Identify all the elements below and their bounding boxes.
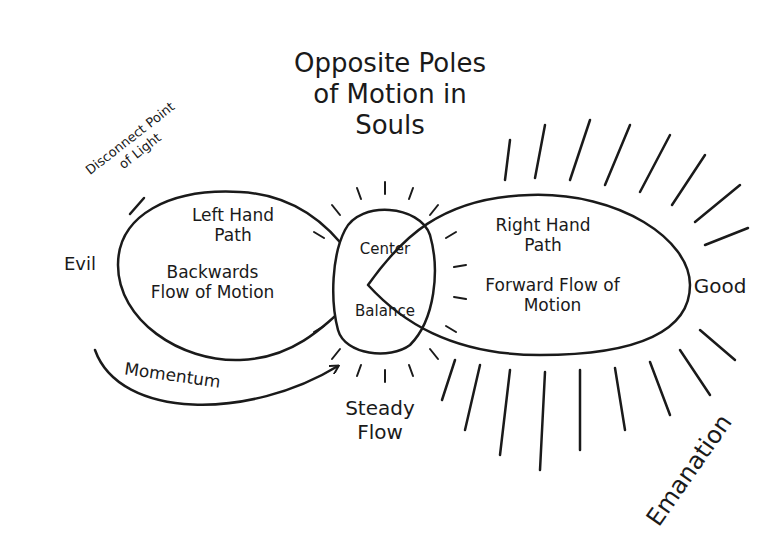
disconnect-tick <box>130 198 144 214</box>
node-body: Balance <box>345 302 425 320</box>
node-body: Backwards Flow of Motion <box>150 262 275 303</box>
flow-label: Steady Flow <box>335 396 425 444</box>
center-rays <box>314 182 466 382</box>
emanation-rays <box>442 120 748 470</box>
node-outline <box>325 195 445 365</box>
pole-label: Evil <box>64 253 96 275</box>
node-body: Forward Flow of Motion <box>470 275 635 316</box>
arrow-label: Momentum <box>123 358 222 392</box>
node-heading: Center <box>352 240 418 258</box>
annotation: Disconnect Point of Light <box>81 98 188 192</box>
pole-label: Good <box>694 274 747 298</box>
node-heading: Left Hand Path <box>178 205 288 246</box>
diagram-title: Opposite Poles of Motion in Souls <box>290 48 490 142</box>
node-heading: Right Hand Path <box>488 215 598 256</box>
emanation-label: Emanation <box>641 409 739 531</box>
right-path-lobe: Right Hand PathForward Flow of Motion <box>360 185 695 365</box>
center-blob: CenterBalance <box>325 195 445 365</box>
